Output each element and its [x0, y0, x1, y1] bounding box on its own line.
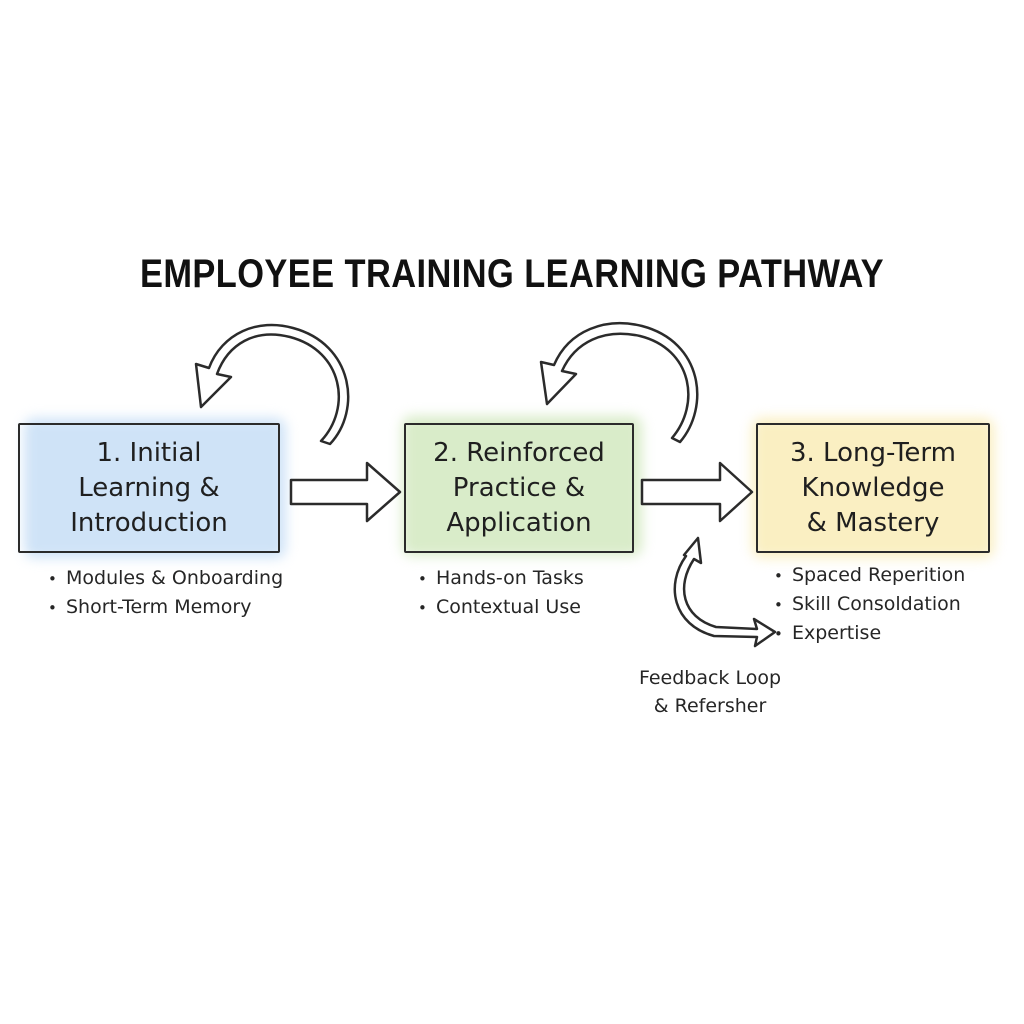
stage-3-line-3: & Mastery [806, 507, 940, 538]
list-item: Hands-on Tasks [418, 564, 584, 593]
stage-2-line-3: Application [446, 507, 592, 538]
stage-3-text: 3. Long-Term Knowledge & Mastery [790, 436, 956, 541]
stage-1-wash [24, 418, 286, 558]
stage-box-long-term-mastery: 3. Long-Term Knowledge & Mastery [756, 423, 990, 553]
stage-3-bullets: Spaced Reperition Skill Consoldation Exp… [774, 561, 965, 648]
stage-3-wash [752, 418, 994, 558]
stage-1-line-1: 1. Initial [96, 437, 202, 468]
flow-arrow-1-to-2 [289, 461, 402, 523]
stage-3-line-1: 3. Long-Term [789, 437, 956, 468]
loop-arrow-stage-1 [194, 323, 350, 446]
loop-arrow-stage-2 [539, 322, 699, 444]
stage-box-reinforced-practice: 2. Reinforced Practice & Application [404, 423, 634, 553]
feedback-line-1: Feedback Loop [638, 667, 782, 689]
stage-1-line-2: Learning & [78, 472, 220, 503]
stage-2-text: 2. Reinforced Practice & Application [433, 436, 605, 541]
stage-2-line-2: Practice & [452, 472, 586, 503]
stage-1-line-3: Introduction [70, 507, 228, 538]
stage-1-text: 1. Initial Learning & Introduction [70, 436, 227, 541]
list-item: Contextual Use [418, 593, 584, 622]
flow-arrow-2-to-3 [640, 461, 754, 523]
page-title: EMPLOYEE TRAINING LEARNING PATHWAY [139, 252, 885, 296]
list-item: Skill Consoldation [774, 590, 965, 619]
list-item: Short-Term Memory [48, 593, 283, 622]
stage-box-initial-learning: 1. Initial Learning & Introduction [18, 423, 280, 553]
stage-2-line-1: 2. Reinforced [433, 437, 605, 468]
list-item: Expertise [774, 619, 965, 648]
list-item: Modules & Onboarding [48, 564, 283, 593]
feedback-label: Feedback Loop & Refersher [610, 664, 810, 720]
stage-1-bullets: Modules & Onboarding Short-Term Memory [48, 564, 283, 622]
stage-2-bullets: Hands-on Tasks Contextual Use [418, 564, 584, 622]
feedback-line-2: & Refersher [653, 695, 767, 717]
feedback-loop-arrow [673, 536, 777, 648]
list-item: Spaced Reperition [774, 561, 965, 590]
stage-2-wash [402, 416, 642, 556]
stage-3-line-2: Knowledge [801, 472, 945, 503]
